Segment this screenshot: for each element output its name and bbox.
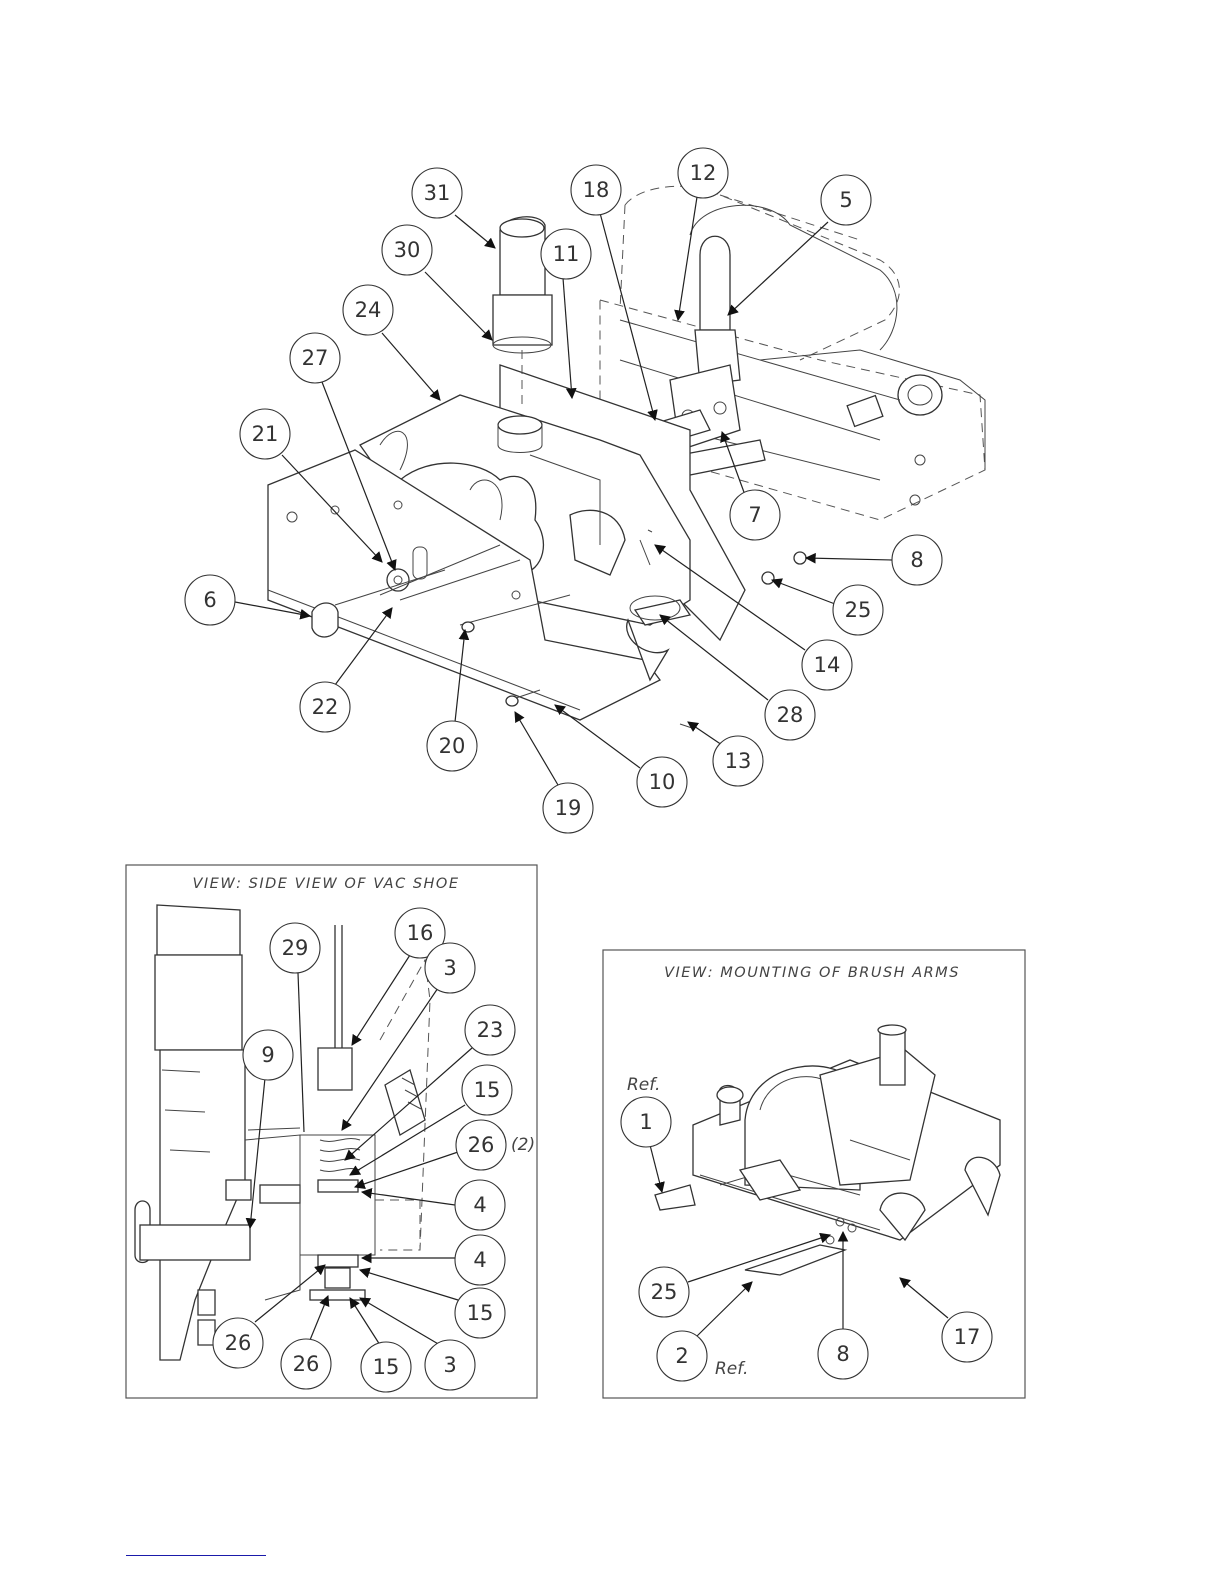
- svg-text:7: 7: [748, 503, 761, 527]
- svg-text:4: 4: [473, 1248, 486, 1272]
- svg-text:VIEW: SIDE VIEW OF VAC SHOE: VIEW: SIDE VIEW OF VAC SHOE: [192, 876, 459, 892]
- svg-text:17: 17: [954, 1325, 981, 1349]
- svg-text:29: 29: [282, 936, 309, 960]
- side-callout-26-bottom: 26: [281, 1296, 331, 1389]
- svg-text:3: 3: [443, 1353, 456, 1377]
- side-view-panel: VIEW: SIDE VIEW OF VAC SHOE: [126, 865, 537, 1398]
- brush-arm-view-panel: VIEW: MOUNTING OF BRUSH ARMS Ref. Ref.: [603, 950, 1025, 1398]
- svg-text:(2): (2): [511, 1135, 535, 1155]
- side-view-spring-assembly: [300, 925, 430, 1300]
- svg-text:15: 15: [474, 1078, 501, 1102]
- svg-text:16: 16: [407, 921, 434, 945]
- svg-text:15: 15: [467, 1301, 494, 1325]
- svg-text:8: 8: [910, 548, 923, 572]
- side-callout-15-bottom: 15: [350, 1298, 411, 1392]
- main-exploded-view: 31 30 24 27 21 6 22: [185, 148, 985, 833]
- svg-text:VIEW: MOUNTING OF BRUSH ARMS: VIEW: MOUNTING OF BRUSH ARMS: [664, 965, 960, 981]
- svg-text:26: 26: [293, 1352, 320, 1376]
- svg-text:26: 26: [468, 1133, 495, 1157]
- svg-text:Ref.: Ref.: [715, 1359, 748, 1379]
- svg-text:14: 14: [814, 653, 841, 677]
- svg-text:25: 25: [651, 1280, 678, 1304]
- svg-text:11: 11: [553, 242, 580, 266]
- pin: [680, 724, 692, 728]
- svg-text:10: 10: [649, 770, 676, 794]
- brush-callout-17: 17: [900, 1278, 992, 1362]
- callout-13: 13: [688, 722, 763, 786]
- callout-28: 28: [660, 615, 815, 740]
- brush-callout-1: 1: [621, 1097, 671, 1192]
- nut: [762, 572, 774, 584]
- svg-text:8: 8: [836, 1342, 849, 1366]
- callout-5: 5: [728, 175, 871, 315]
- svg-text:4: 4: [473, 1193, 486, 1217]
- svg-text:23: 23: [477, 1018, 504, 1042]
- svg-text:19: 19: [555, 796, 582, 820]
- footer-link-underline: [126, 1555, 266, 1556]
- callout-18: 18: [571, 165, 655, 420]
- side-callout-29: 29: [270, 923, 320, 1132]
- callout-30: 30: [382, 225, 492, 340]
- svg-text:21: 21: [252, 422, 279, 446]
- svg-text:26: 26: [225, 1331, 252, 1355]
- svg-text:28: 28: [777, 703, 804, 727]
- svg-text:31: 31: [424, 181, 451, 205]
- svg-text:24: 24: [355, 298, 382, 322]
- svg-text:13: 13: [725, 749, 752, 773]
- brush-arm-assembly: [655, 1025, 1000, 1275]
- side-callout-26-top: 26 (2): [355, 1120, 535, 1187]
- callout-25: 25: [772, 580, 883, 635]
- svg-text:9: 9: [261, 1043, 274, 1067]
- svg-text:15: 15: [373, 1355, 400, 1379]
- callout-24: 24: [343, 285, 440, 400]
- svg-text:5: 5: [839, 188, 852, 212]
- washer: [794, 552, 806, 564]
- svg-text:27: 27: [302, 346, 329, 370]
- svg-text:30: 30: [394, 238, 421, 262]
- callout-8: 8: [806, 535, 942, 585]
- svg-text:22: 22: [312, 695, 339, 719]
- side-callout-4-upper: 4: [362, 1180, 505, 1230]
- callout-19: 19: [515, 712, 593, 833]
- svg-text:3: 3: [443, 956, 456, 980]
- side-view-shoe: [135, 905, 300, 1360]
- brush-callout-25: 25: [639, 1235, 830, 1317]
- svg-text:12: 12: [690, 161, 717, 185]
- svg-text:2: 2: [675, 1344, 688, 1368]
- svg-text:1: 1: [639, 1110, 652, 1134]
- svg-text:20: 20: [439, 734, 466, 758]
- svg-text:Ref.: Ref.: [627, 1075, 660, 1095]
- svg-text:25: 25: [845, 598, 872, 622]
- svg-text:6: 6: [203, 588, 216, 612]
- svg-text:18: 18: [583, 178, 610, 202]
